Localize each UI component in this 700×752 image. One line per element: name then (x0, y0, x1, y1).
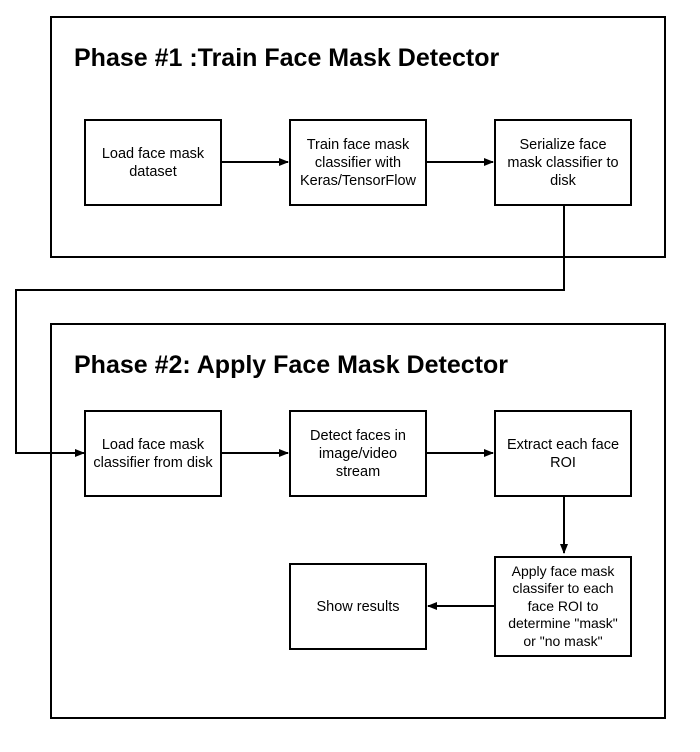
step-load-classifier: Load face mask classifier from disk (84, 410, 222, 497)
step-show-results: Show results (289, 563, 427, 650)
phase-2-title: Phase #2: Apply Face Mask Detector (74, 351, 508, 379)
phase-1-title: Phase #1 :Train Face Mask Detector (74, 44, 500, 72)
step-apply-classifier: Apply face mask classifer to each face R… (494, 556, 632, 657)
step-load-dataset: Load face mask dataset (84, 119, 222, 206)
step-serialize-classifier: Serialize face mask classifier to disk (494, 119, 632, 206)
step-extract-roi: Extract each face ROI (494, 410, 632, 497)
phase-2-panel: Phase #2: Apply Face Mask Detector (50, 323, 666, 719)
step-train-classifier: Train face mask classifier with Keras/Te… (289, 119, 427, 206)
step-detect-faces: Detect faces in image/video stream (289, 410, 427, 497)
